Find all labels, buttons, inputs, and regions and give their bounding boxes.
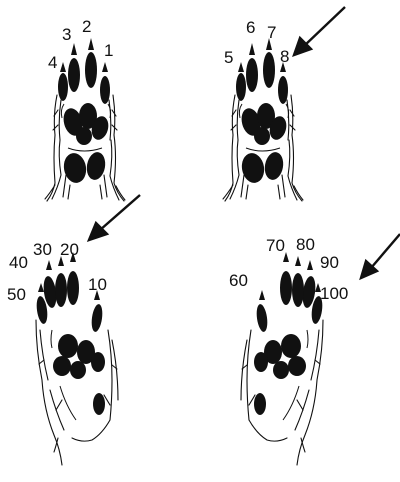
label-digit-10: 10 [88, 276, 107, 293]
label-digit-8: 8 [280, 48, 289, 65]
arrow-marks [89, 7, 400, 278]
label-digit-80: 80 [296, 236, 315, 253]
label-digit-40: 40 [9, 254, 28, 271]
label-digit-2: 2 [82, 18, 91, 35]
label-digit-60: 60 [229, 272, 248, 289]
label-digit-7: 7 [267, 24, 276, 41]
arrow-bottom-right [361, 234, 400, 278]
label-digit-20: 20 [60, 241, 79, 258]
label-digit-5: 5 [224, 49, 233, 66]
label-digit-4: 4 [48, 54, 57, 71]
label-digit-50: 50 [7, 286, 26, 303]
label-digit-70: 70 [266, 237, 285, 254]
arrow-bottom-left [89, 195, 140, 240]
paw-top-right [223, 38, 303, 201]
paw-bottom-right [241, 252, 324, 465]
label-digit-1: 1 [104, 42, 113, 59]
label-digit-3: 3 [62, 26, 71, 43]
label-digit-100: 100 [320, 285, 348, 302]
label-digit-90: 90 [320, 254, 339, 271]
label-digit-6: 6 [246, 19, 255, 36]
label-digit-30: 30 [33, 241, 52, 258]
arrow-top-right [294, 7, 345, 55]
